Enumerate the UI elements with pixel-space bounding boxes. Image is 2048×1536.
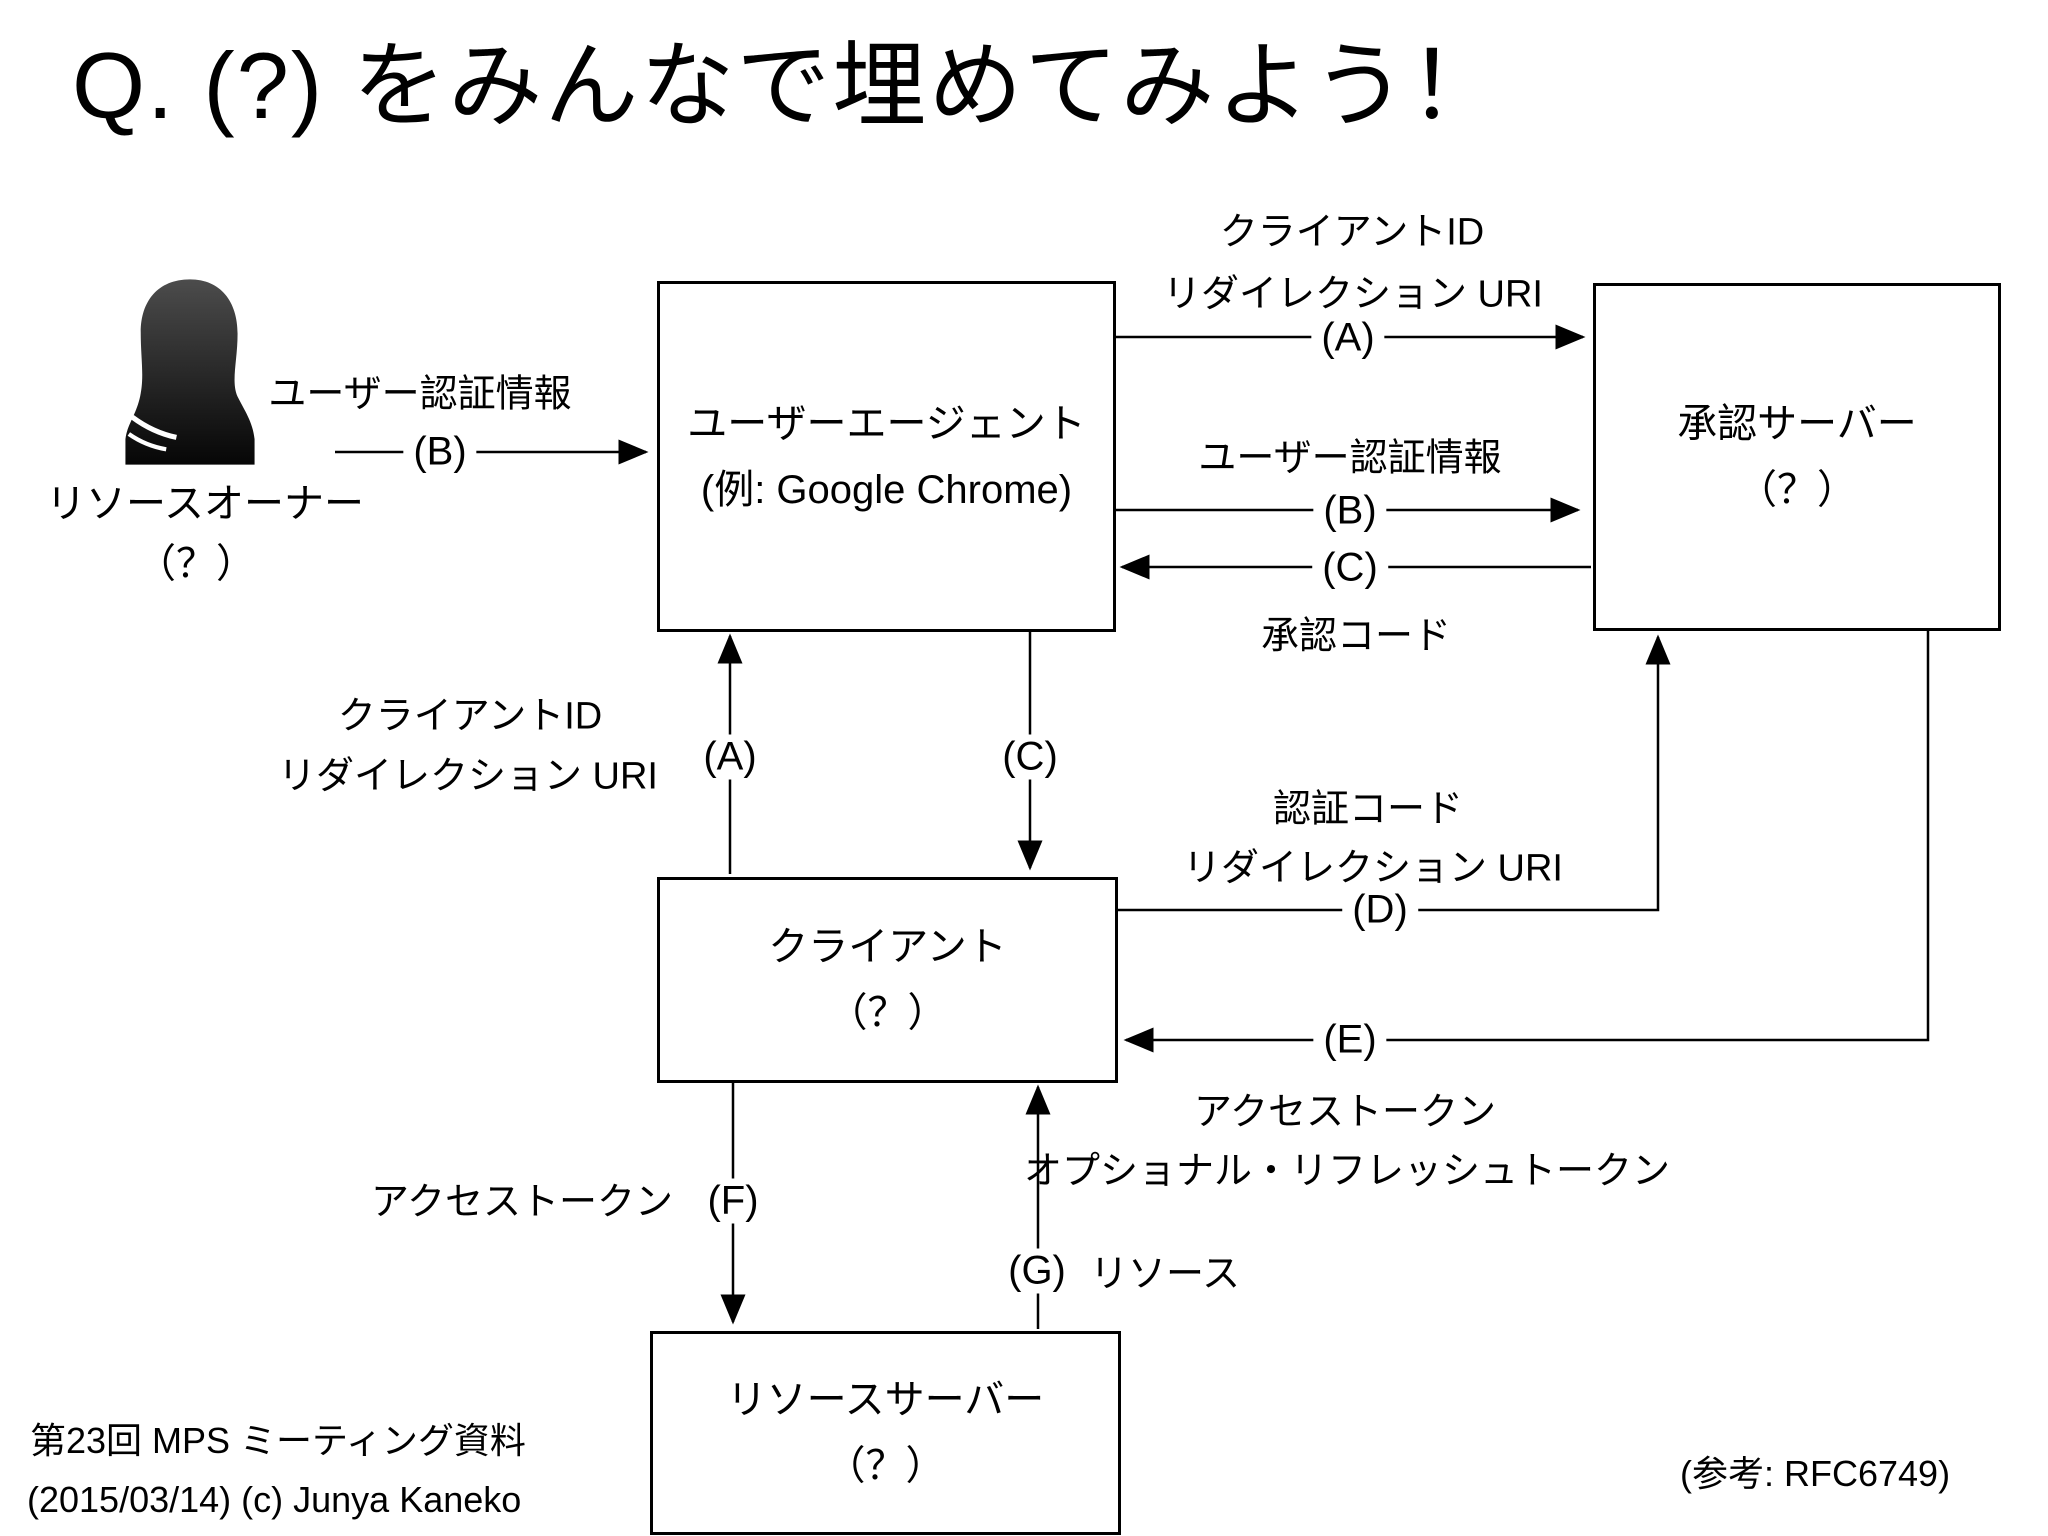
footer-meeting-info: 第23回 MPS ミーティング資料	[30, 1420, 526, 1461]
auth-server-sublabel: （？）	[1737, 468, 1857, 512]
client-label: クライアント	[768, 925, 1007, 969]
arrow-c-vert-tag: (C)	[992, 734, 1068, 780]
client-box: クライアント （？）	[657, 877, 1118, 1083]
resource-server-sublabel: （？）	[825, 1444, 946, 1488]
auth-server-box: 承認サーバー （？）	[1593, 283, 2001, 631]
arrow-f-caption: アクセストークン	[370, 1181, 674, 1224]
arrow-a-vert-caption-2: リダイレクション URI	[277, 755, 659, 798]
arrow-g-tag: (G)	[998, 1248, 1076, 1294]
arrow-c-mid-tag: (C)	[1312, 545, 1388, 591]
arrow-b-mid-caption: ユーザー認証情報	[1198, 437, 1502, 480]
resource-owner-icon	[125, 279, 255, 465]
auth-server-label: 承認サーバー	[1677, 402, 1917, 446]
owner-arrow-tag: (B)	[403, 429, 477, 475]
arrow-c-mid-caption: 承認コード	[1260, 615, 1452, 658]
arrow-a-top-tag: (A)	[1311, 315, 1385, 361]
arrow-b-mid-tag: (B)	[1313, 488, 1387, 534]
arrow-a-vert-tag: (A)	[693, 734, 767, 780]
arrow-a-top-caption-2: リダイレクション URI	[1162, 273, 1544, 316]
footer-reference: (参考: RFC6749)	[1680, 1453, 1951, 1494]
resource-owner-label: リソースオーナー	[46, 482, 364, 526]
client-sublabel: （？）	[827, 991, 948, 1035]
arrow-e-caption-2: オプショナル・リフレッシュトークン	[1023, 1150, 1671, 1193]
arrow-e-tag: (E)	[1313, 1017, 1387, 1063]
arrow-auth-to-client	[1123, 628, 1930, 1053]
footer-copyright: (2015/03/14) (c) Junya Kaneko	[27, 1479, 522, 1520]
owner-arrow-caption: ユーザー認証情報	[268, 373, 572, 416]
arrow-d-caption-2: リダイレクション URI	[1182, 847, 1564, 890]
slide-title: Q. (?) をみんなで埋めてみよう！	[72, 33, 1505, 138]
resource-server-box: リソースサーバー （？）	[650, 1331, 1121, 1535]
arrow-g-caption: リソース	[1089, 1253, 1241, 1296]
arrow-a-top-caption-1: クライアントID	[1219, 211, 1485, 254]
user-agent-label: ユーザーエージェント	[687, 401, 1086, 446]
arrow-d-tag: (D)	[1342, 887, 1418, 933]
user-agent-box: ユーザーエージェント (例: Google Chrome)	[657, 281, 1116, 632]
arrow-f-tag: (F)	[697, 1178, 769, 1224]
user-agent-sublabel: (例: Google Chrome)	[700, 467, 1073, 512]
resource-server-label: リソースサーバー	[726, 1378, 1045, 1422]
arrow-a-vert-caption-1: クライアントID	[337, 695, 603, 738]
arrow-d-caption-1: 認証コード	[1272, 788, 1464, 831]
resource-owner-sublabel: （？）	[136, 542, 256, 586]
arrow-e-caption-1: アクセストークン	[1193, 1091, 1497, 1134]
